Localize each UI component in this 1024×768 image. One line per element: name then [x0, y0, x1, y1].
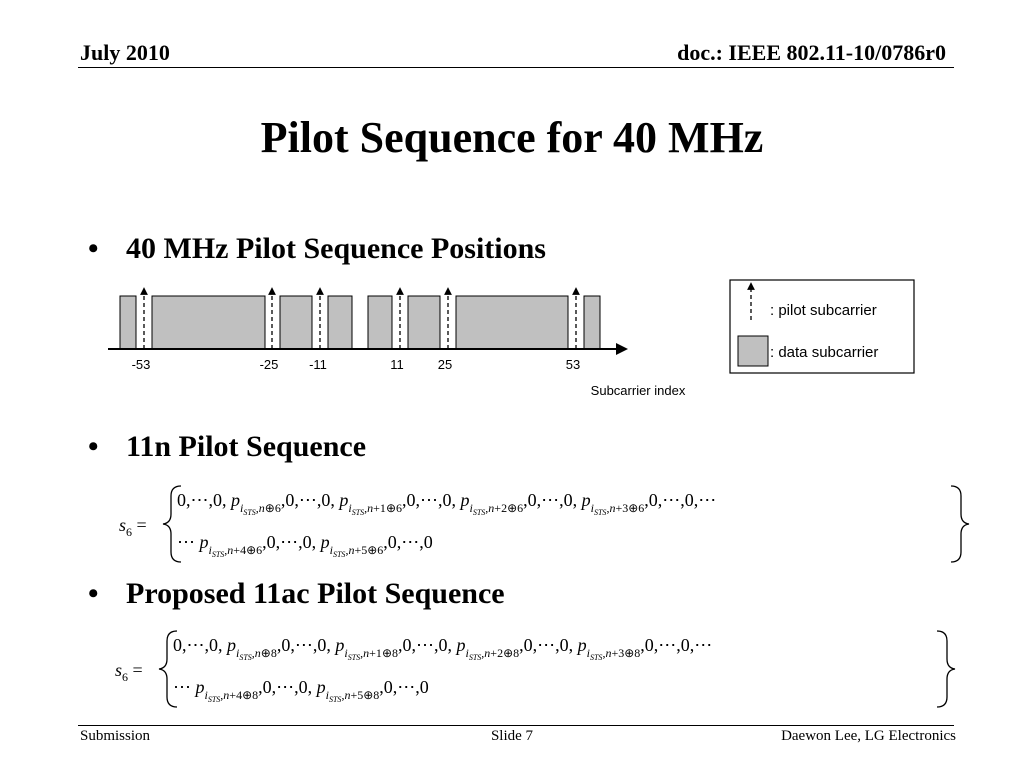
equation-line: 0,⋯,0, piSTS,n⊕8,0,⋯,0, piSTS,n+1⊕8,0,⋯,… [173, 635, 712, 662]
equation-11n: s6 = 0,⋯,0, piSTS,n⊕6,0,⋯,0, piSTS,n+1⊕6… [119, 485, 970, 563]
bullet-marker: • [88, 232, 99, 265]
bullet-marker: • [88, 577, 99, 610]
left-brace [162, 485, 182, 563]
bullet-positions: • 40 MHz Pilot Sequence Positions [88, 232, 546, 266]
data-block [279, 295, 313, 350]
data-block [407, 295, 441, 350]
data-block [119, 295, 137, 350]
tick-label: 53 [566, 357, 580, 372]
bullet-11ac: • Proposed 11ac Pilot Sequence [88, 577, 505, 611]
right-brace [936, 630, 956, 708]
legend-pilot-label: : pilot subcarrier [770, 302, 877, 319]
bullet-positions-text: 40 MHz Pilot Sequence Positions [126, 232, 546, 265]
data-legend-icon [737, 335, 769, 367]
data-block [367, 295, 393, 350]
equation-11ac: s6 = 0,⋯,0, piSTS,n⊕8,0,⋯,0, piSTS,n+1⊕8… [115, 630, 956, 708]
right-brace [950, 485, 970, 563]
data-block [583, 295, 601, 350]
footer-author: Daewon Lee, LG Electronics [781, 728, 956, 744]
bullet-marker: • [88, 430, 99, 463]
axis-label: Subcarrier index [591, 383, 686, 398]
header-doc-id: doc.: IEEE 802.11-10/0786r0 [677, 40, 946, 65]
data-block [455, 295, 569, 350]
bullet-11n: • 11n Pilot Sequence [88, 430, 366, 464]
equation-line: ⋯ piSTS,n+4⊕6,0,⋯,0, piSTS,n+5⊕6,0,⋯,0 [177, 532, 433, 559]
subcarrier-diagram: -53 -25 -11 11 25 53 Subcarrier index [108, 287, 686, 398]
tick-label: 11 [390, 357, 404, 372]
footer-submission: Submission [80, 728, 151, 744]
tick-label: -53 [132, 357, 151, 372]
equation-line: ⋯ piSTS,n+4⊕8,0,⋯,0, piSTS,n+5⊕8,0,⋯,0 [173, 677, 429, 704]
legend-box: : pilot subcarrier : data subcarrier [729, 279, 915, 374]
header-divider [78, 67, 954, 68]
svg-text:s6 =: s6 = [119, 515, 147, 539]
bullet-11n-text: 11n Pilot Sequence [126, 430, 367, 463]
equation-line: 0,⋯,0, piSTS,n⊕6,0,⋯,0, piSTS,n+1⊕6,0,⋯,… [177, 490, 716, 517]
legend-data-label: : data subcarrier [770, 344, 878, 361]
footer-slide-number: Slide 7 [490, 728, 534, 744]
tick-label: -25 [260, 357, 279, 372]
left-brace [158, 630, 178, 708]
slide-title: Pilot Sequence for 40 MHz [260, 113, 764, 162]
footer-divider [78, 725, 954, 726]
tick-label: -11 [309, 357, 327, 372]
bullet-11ac-text: Proposed 11ac Pilot Sequence [126, 577, 505, 610]
data-block [327, 295, 353, 350]
tick-label: 25 [438, 357, 452, 372]
svg-text:s6 =: s6 = [115, 660, 143, 684]
header-date: July 2010 [80, 40, 170, 65]
data-block [151, 295, 266, 350]
